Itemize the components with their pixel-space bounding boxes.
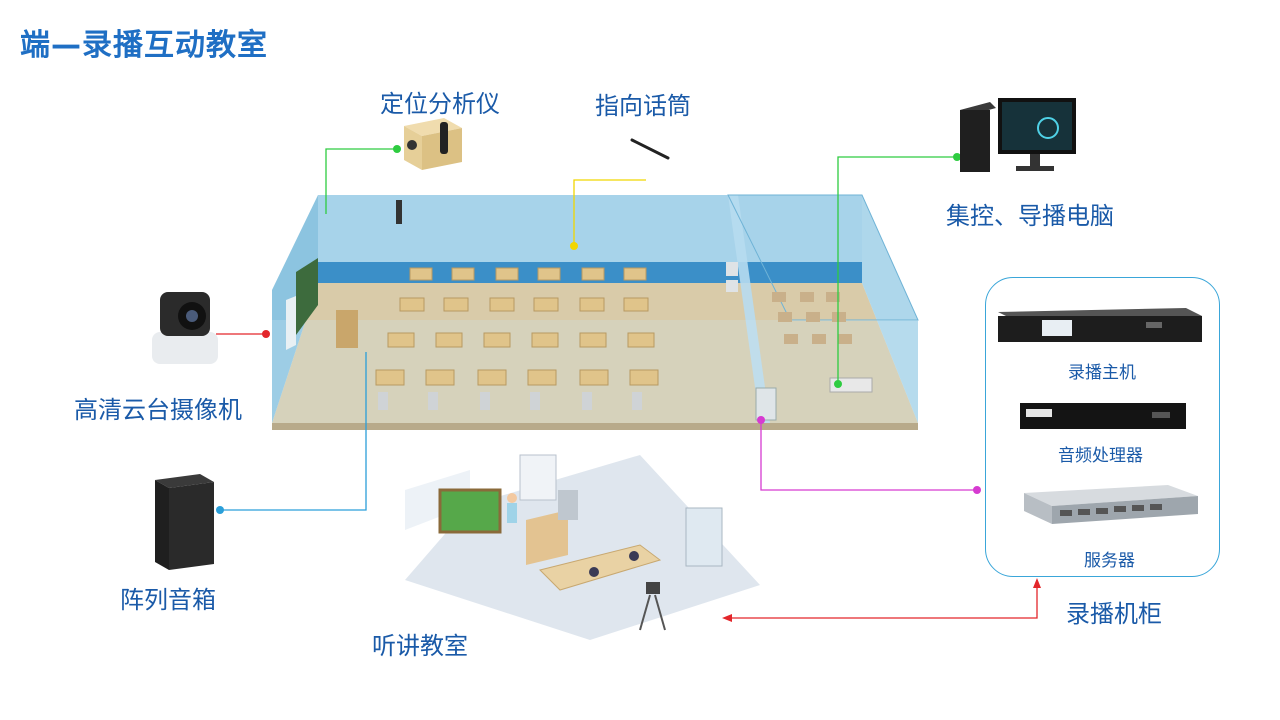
classroom-back-wall	[318, 195, 862, 283]
cabinet-rack	[755, 387, 777, 421]
microphone-icon	[630, 138, 670, 160]
recording-host-icon	[998, 308, 1202, 342]
blackboard	[296, 258, 318, 335]
ptz-camera-icon	[152, 292, 218, 364]
listening-classroom	[405, 454, 760, 640]
audio-processor-icon	[1020, 403, 1186, 429]
classroom-right-wall	[862, 195, 918, 423]
classroom-partition	[728, 195, 770, 423]
label-mic: 指向话筒	[595, 92, 691, 120]
line-listening	[728, 580, 1038, 619]
connection-lines	[216, 148, 1041, 622]
cabinet-frame	[985, 277, 1220, 577]
classroom-base	[272, 423, 918, 430]
podium	[336, 310, 358, 348]
server-icon	[1024, 485, 1198, 524]
label-cabinet: 录播机柜	[1066, 600, 1162, 628]
label-speaker: 阵列音箱	[120, 586, 216, 614]
line-speaker	[220, 352, 367, 511]
label-ptz-camera: 高清云台摄像机	[74, 396, 242, 424]
listening-blackboard	[438, 488, 502, 534]
desk-grid	[375, 267, 659, 386]
main-classroom	[272, 194, 919, 430]
label-audio-processor: 音频处理器	[1058, 446, 1143, 466]
label-server: 服务器	[1084, 551, 1135, 571]
array-speaker-icon	[155, 474, 214, 570]
label-control-pc: 集控、导播电脑	[946, 202, 1114, 230]
control-room-chairs	[772, 292, 852, 344]
label-listening-room: 听讲教室	[372, 632, 468, 660]
cabinet-devices	[998, 308, 1202, 524]
line-mic	[573, 179, 646, 246]
line-pc	[837, 156, 957, 384]
listening-podium	[526, 510, 568, 565]
line-analyzer	[325, 148, 397, 214]
label-analyzer: 定位分析仪	[380, 90, 500, 118]
line-rack	[760, 420, 977, 491]
connection-dots	[216, 145, 981, 514]
label-recording-host: 录播主机	[1068, 363, 1136, 383]
analyzer-box-icon	[404, 118, 462, 170]
computer-icon	[960, 98, 1076, 172]
page-title: 端—录播互动教室	[20, 28, 268, 63]
